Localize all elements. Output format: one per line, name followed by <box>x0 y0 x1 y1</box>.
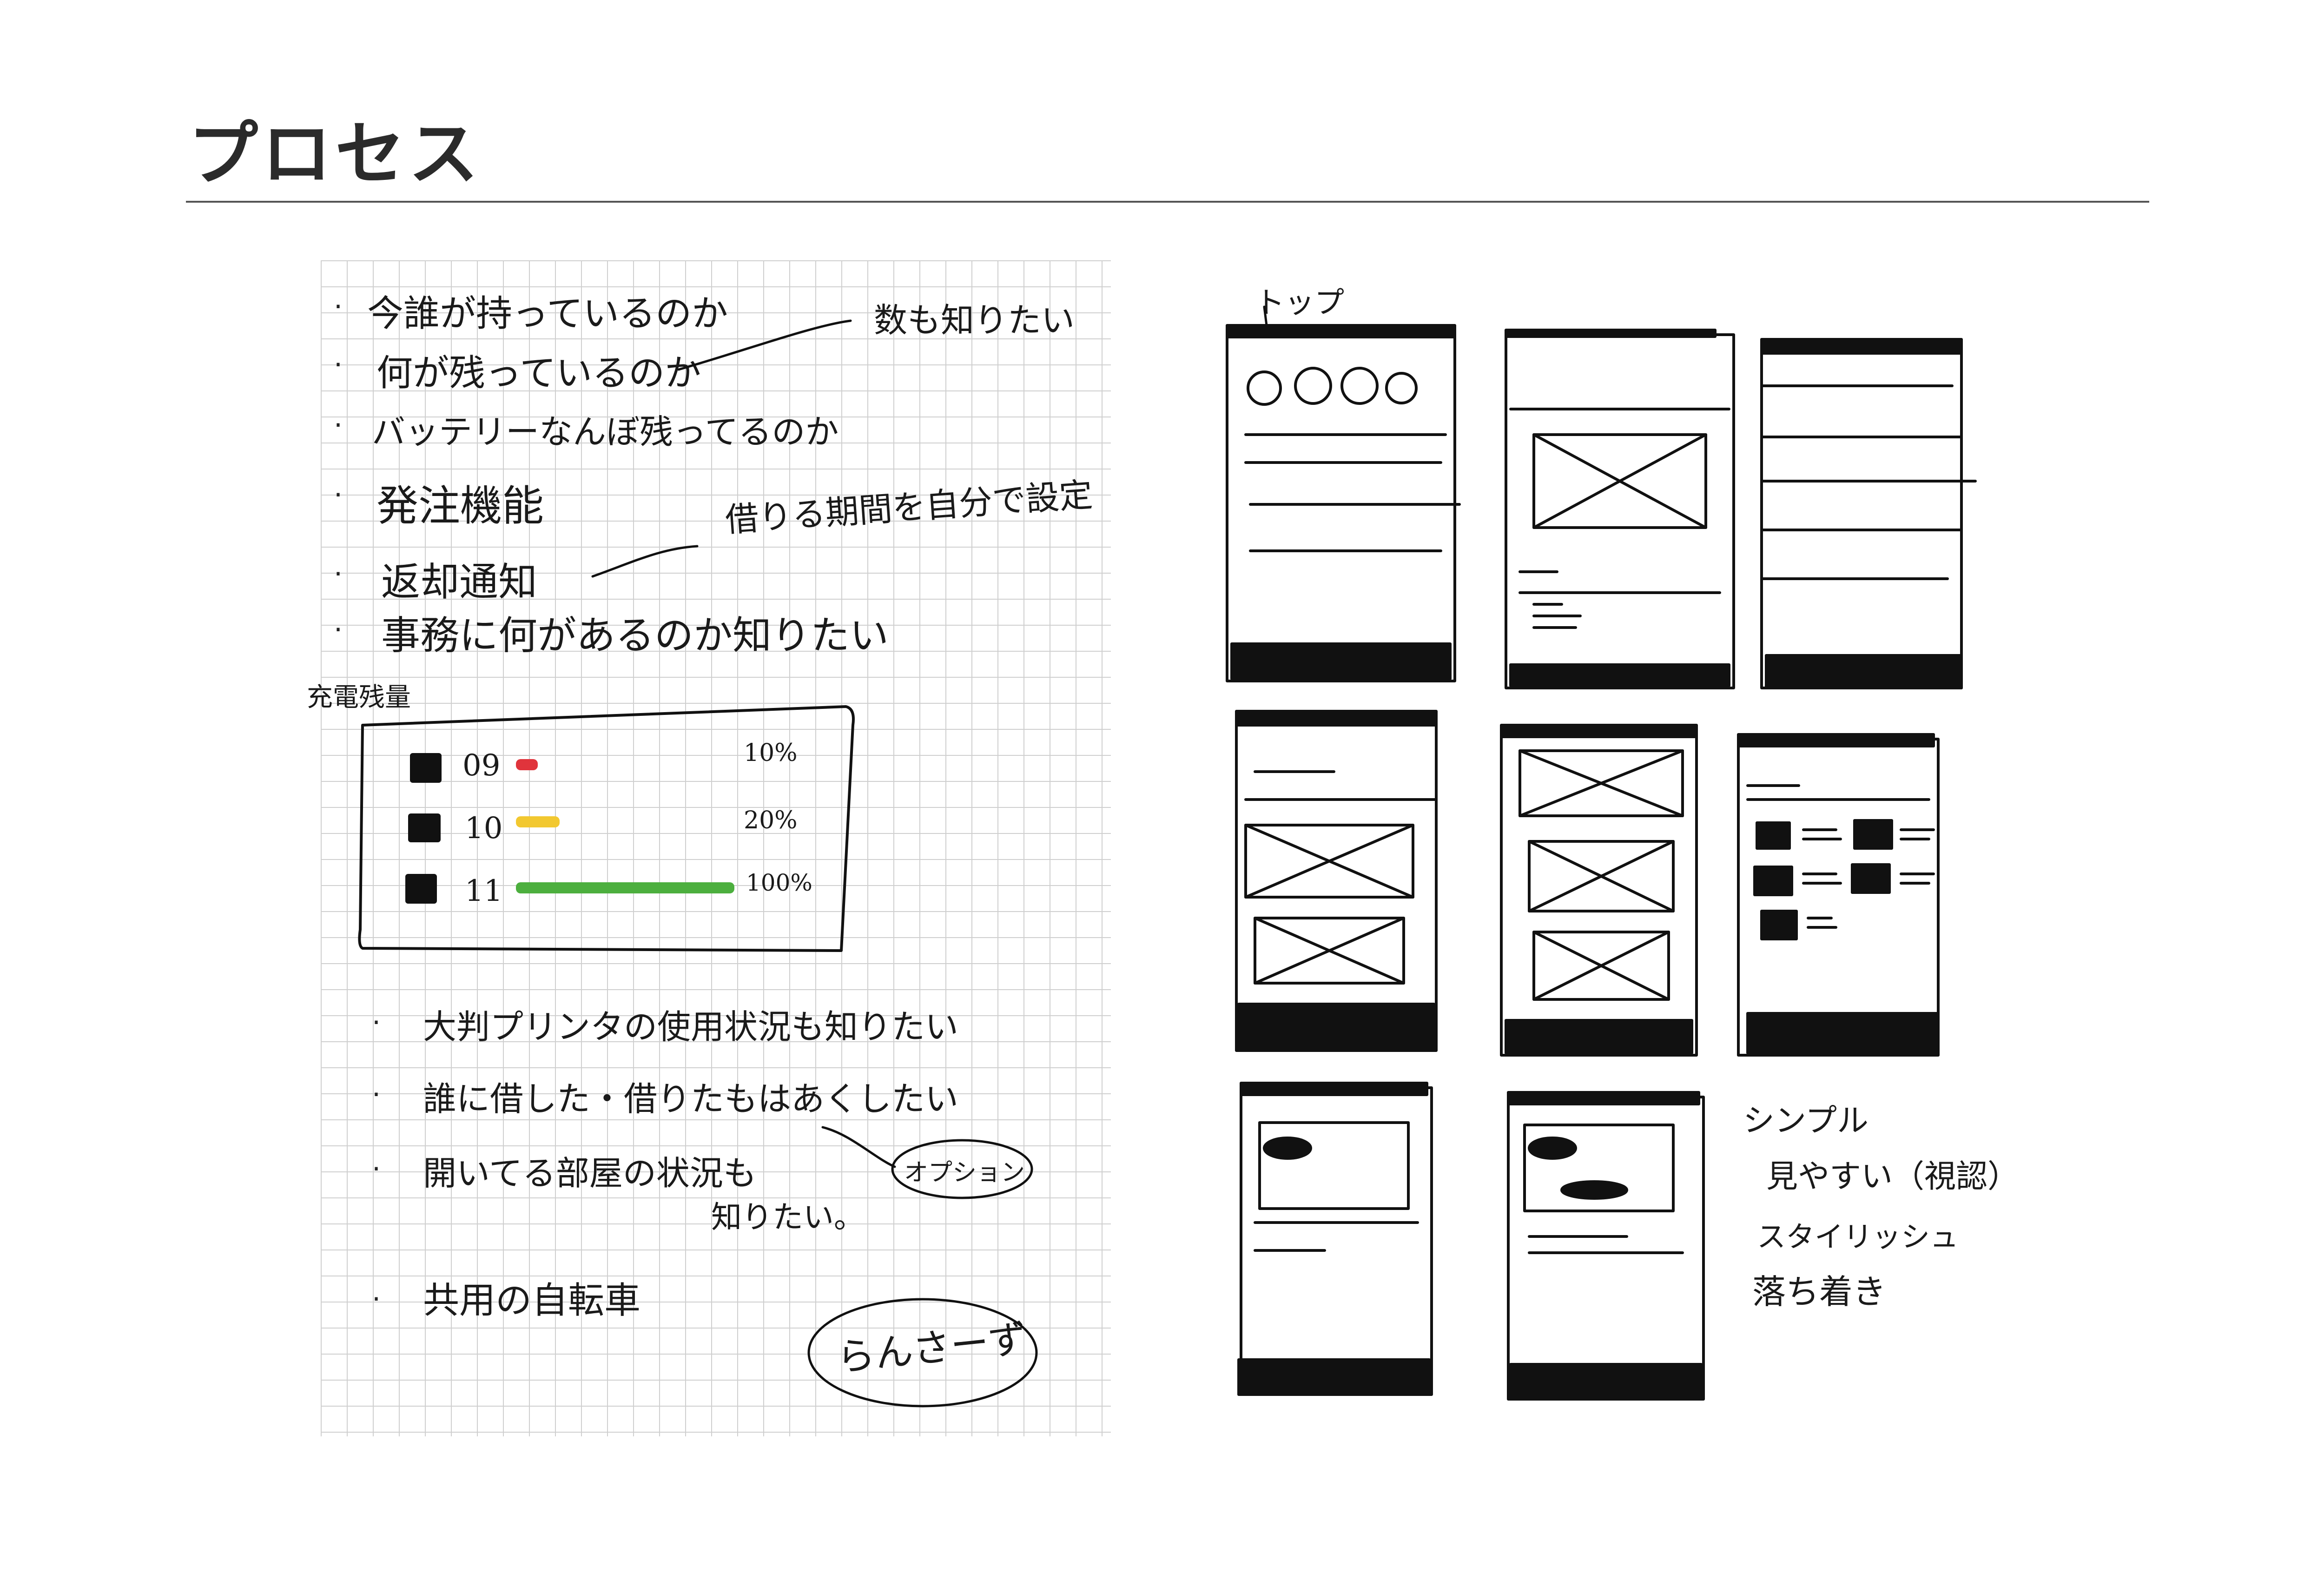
note-item-battery: バッテリーなんぼ残ってるのか <box>372 412 839 451</box>
bullet-dot: · <box>372 1006 381 1039</box>
option-label: オプション <box>904 1159 1025 1187</box>
annotation-connector <box>591 545 699 578</box>
bullet-dot: · <box>334 614 343 646</box>
keyword-stylish: スタイリッシュ <box>1757 1220 1959 1254</box>
battery-bars <box>516 759 734 893</box>
title-divider <box>186 201 2149 203</box>
bullet-dot: · <box>334 479 343 511</box>
wireframe-phone-profile <box>1237 1082 1433 1396</box>
battery-row-percent: 20% <box>744 807 798 834</box>
battery-panel-frame <box>358 705 855 952</box>
battery-row-id: 09 <box>462 748 501 783</box>
note-item-return: 返却通知 <box>381 559 538 605</box>
wireframe-phone-list <box>1760 338 1977 689</box>
note-item-rooms-continued: 知りたい。 <box>711 1199 865 1235</box>
note-item-office: 事務に何があるのか知りたい <box>381 613 889 658</box>
bullet-dot: · <box>334 291 343 323</box>
signature-oval <box>807 1298 1038 1408</box>
battery-level-bar <box>516 816 560 827</box>
wireframe-phone-profile-alt <box>1507 1091 1705 1401</box>
battery-level-bar <box>516 882 734 893</box>
battery-row-percent: 100% <box>746 869 812 896</box>
battery-level-bar <box>516 759 538 770</box>
note-item-order: 発注機能 <box>376 482 544 530</box>
keyword-simple: シンプル <box>1743 1103 1868 1139</box>
wireframe-phone-top <box>1226 324 1461 682</box>
wireframe-top-label: トップ <box>1255 286 1344 320</box>
annotation-count: 数も知りたい <box>874 301 1075 340</box>
wireframe-phone-detail <box>1505 329 1735 689</box>
note-item-printer: 大判プリンタの使用状況も知りたい <box>423 1007 959 1046</box>
keyword-calm: 落ち着き <box>1752 1272 1887 1311</box>
wireframe-phone-cards <box>1235 710 1438 1052</box>
wireframe-phone-grid <box>1737 733 1940 1057</box>
battery-device-icon <box>405 874 437 904</box>
battery-heading: 充電残量 <box>307 682 411 713</box>
annotation-connector <box>677 319 852 371</box>
bullet-dot: · <box>372 1153 381 1185</box>
note-item-bicycle: 共用の自転車 <box>423 1280 641 1322</box>
bullet-dot: · <box>334 349 343 381</box>
wireframe-phone-gallery <box>1500 724 1698 1057</box>
keyword-readable: 見やすい（視認） <box>1766 1158 2020 1195</box>
bullet-dot: · <box>334 409 343 442</box>
note-item-remaining: 何が残っているのか <box>376 352 701 394</box>
battery-device-icon <box>410 753 442 783</box>
bullet-dot: · <box>372 1283 381 1316</box>
note-item-holder: 今誰が持っているのか <box>367 293 728 335</box>
note-item-rooms: 開いてる部屋の状況も <box>423 1154 757 1193</box>
battery-device-icon <box>408 813 441 842</box>
battery-row-id: 11 <box>465 874 503 908</box>
page-title: プロセス <box>188 114 482 195</box>
grid-paper-notes <box>321 260 1111 1436</box>
bullet-dot: · <box>334 558 343 590</box>
bullet-dot: · <box>372 1078 381 1111</box>
battery-row-id: 10 <box>465 811 503 846</box>
annotation-connector <box>821 1126 896 1168</box>
note-item-lending: 誰に借した・借りたもはあくしたい <box>423 1079 959 1118</box>
option-oval <box>891 1139 1033 1199</box>
battery-row-percent: 10% <box>744 739 798 767</box>
